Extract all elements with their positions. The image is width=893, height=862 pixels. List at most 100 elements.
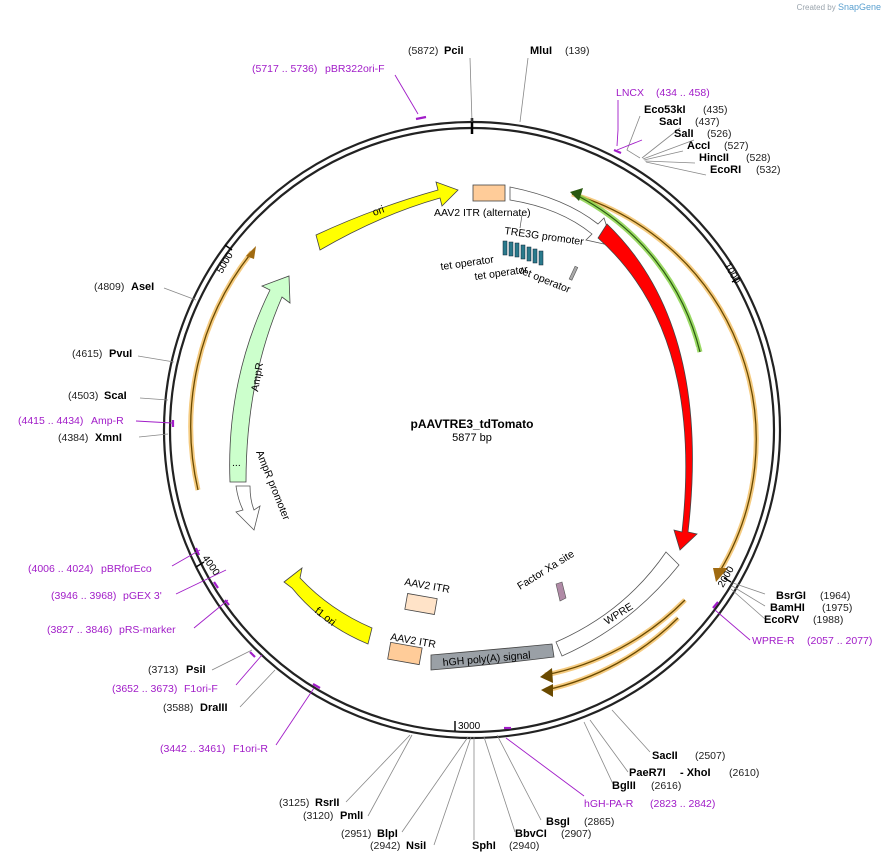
site-name-asei[interactable]: AseI [131,281,154,293]
label-ori: ori [371,204,386,219]
site-pos-rsrii: (3125) [279,797,309,809]
tet-operator-box[interactable] [538,250,544,266]
feature-tre3g[interactable] [509,186,614,247]
feature-itr-1[interactable] [404,593,438,615]
primer-name-prs-marker[interactable]: pRS-marker [119,624,176,636]
site-pos-hincii: (528) [746,152,771,164]
site-pos-bglii: (2616) [651,780,681,792]
site-name-draiii[interactable]: DraIII [200,702,228,714]
wpre-highlight-2-line [545,617,679,691]
feature-factor-xa[interactable] [555,581,567,602]
site-name-ecori[interactable]: EcoRI [710,164,741,176]
outer-highlight-left-arrow [246,246,256,259]
site-name-bbvci[interactable]: BbvCI [515,828,547,840]
site-pos-scai: (4503) [68,390,98,402]
site-pos-bsgi: (2865) [584,816,614,828]
site-name-eco53ki[interactable]: Eco53kI [644,104,686,116]
site-leaders [137,57,766,846]
site-pos-acci: (527) [724,140,749,152]
label-itr-1: AAV2 ITR [403,576,451,596]
feature-ori[interactable] [315,181,459,251]
site-name-bglii[interactable]: BglII [612,780,636,792]
primer-range-f1ori-r: (3442 .. 3461) [160,743,225,755]
primer-name-lncx[interactable]: LNCX [616,87,644,99]
site-name-nsii[interactable]: NsiI [406,840,426,852]
site-dash-xhoi: - XhoI [680,767,711,779]
tet-operator-box[interactable] [526,246,532,262]
site-name-psii[interactable]: PsiI [186,664,206,676]
site-name-bsrgi[interactable]: BsrGI [776,590,806,602]
site-name-sali[interactable]: SalI [674,128,694,140]
primer-markers [171,115,719,730]
primer-range-hgh-pa-r: (2823 .. 2842) [650,798,715,810]
feature-ampR-promoter[interactable] [235,485,261,531]
site-name-sacii[interactable]: SacII [652,750,678,762]
tick-label-3000: 3000 [458,721,481,732]
site-name-paer7i[interactable]: PaeR7I [629,767,666,779]
site-name-ecorv[interactable]: EcoRV [764,614,800,626]
plasmid-length: 5877 bp [452,432,492,444]
site-pos-sphi: (2940) [509,840,539,852]
site-pos-asei: (4809) [94,281,124,293]
primer-name-amp-r[interactable]: Amp-R [91,415,124,427]
site-name-hincii[interactable]: HincII [699,152,729,164]
site-name-bamhi[interactable]: BamHI [770,602,805,614]
site-name-rsrii[interactable]: RsrII [315,797,339,809]
feature-ampR[interactable] [229,275,291,483]
tet-operator-box[interactable] [532,248,538,264]
feature-itr-2[interactable] [387,641,423,666]
site-name-saci[interactable]: SacI [659,116,682,128]
primer-name-f1ori-f[interactable]: F1ori-F [184,683,218,695]
tet-operator-box[interactable] [508,241,514,257]
primer-name-wpre-r[interactable]: WPRE-R [752,635,795,647]
feature-f1-ori[interactable] [283,567,373,645]
site-name-mlui[interactable]: MluI [530,45,552,57]
feature-itr-alt[interactable] [472,184,506,202]
site-pos-ecori: (532) [756,164,781,176]
scale-ticks [195,244,741,731]
primer-range-f1ori-f: (3652 .. 3673) [112,683,177,695]
site-pos-xmni: (4384) [58,432,88,444]
feature-tdTomato[interactable] [597,223,698,551]
primer-name-pbr322ori[interactable]: pBR322ori-F [325,63,385,75]
label-ampR-dots: ... [232,457,241,469]
label-tdTomato: tdTomato [687,346,708,391]
site-name-pcii[interactable]: PciI [444,45,464,57]
tet-operator-box[interactable] [502,240,508,256]
site-pos-pvui: (4615) [72,348,102,360]
site-pos-nsii: (2942) [370,840,400,852]
tet-operator-box[interactable] [514,242,520,258]
tet-operator-single[interactable] [568,265,579,281]
site-name-bsgi[interactable]: BsgI [546,816,570,828]
primer-labels: (5717 .. 5736) pBR322ori-F LNCX (434 .. … [18,63,872,810]
site-name-scai[interactable]: ScaI [104,390,127,402]
site-name-blpi[interactable]: BlpI [377,828,398,840]
site-pos-psii: (3713) [148,664,178,676]
outer-highlight-right [571,191,759,573]
outer-highlight-left-line [190,251,253,491]
site-name-pvui[interactable]: PvuI [109,348,132,360]
site-pos-blpi: (2951) [341,828,371,840]
label-factor-xa: Factor Xa site [515,548,576,593]
feature-wpre[interactable] [555,551,680,657]
site-pos-bbvci: (2907) [561,828,591,840]
site-pos-pmli: (3120) [303,810,333,822]
primer-name-pgex3[interactable]: pGEX 3' [123,590,162,602]
site-name-xmni[interactable]: XmnI [95,432,122,444]
site-name-sphi[interactable]: SphI [472,840,496,852]
primer-range-lncx: (434 .. 458) [656,87,710,99]
primer-leaders [135,74,751,797]
site-name-acci[interactable]: AccI [687,140,710,152]
tet-operators [502,240,544,266]
feature-polyA[interactable] [430,643,555,671]
site-pos-saci: (437) [695,116,720,128]
tet-operator-box[interactable] [520,244,526,260]
primer-name-hgh-pa-r[interactable]: hGH-PA-R [584,798,634,810]
green-arc-arrow [570,188,583,201]
site-pos-eco53ki: (435) [703,104,728,116]
snapgene-credit: Created by SnapGene [797,2,881,12]
primer-name-f1ori-r[interactable]: F1ori-R [233,743,268,755]
snapgene-logo: SnapGene [837,2,881,12]
site-name-pmli[interactable]: PmlI [340,810,363,822]
primer-name-pbrforeco[interactable]: pBRforEco [101,563,152,575]
